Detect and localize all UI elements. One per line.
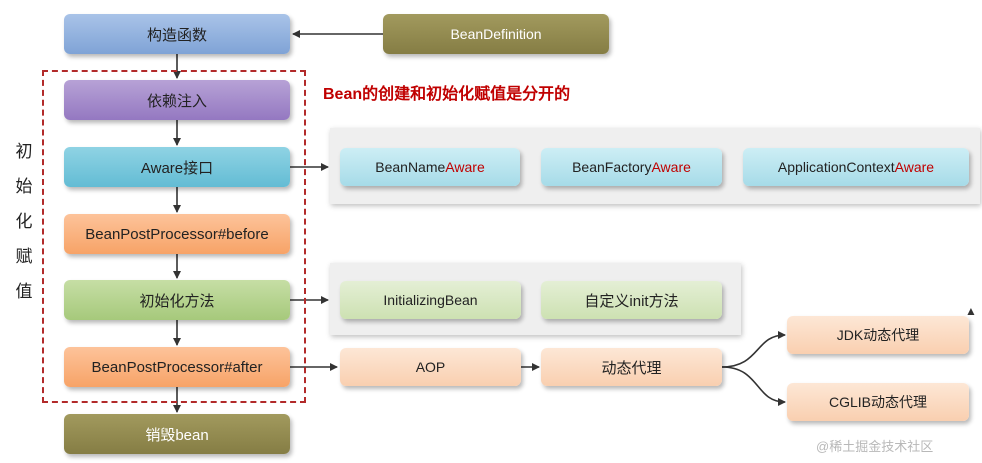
mouse-cursor-icon: ▲ — [965, 304, 977, 318]
jdk-proxy-node: JDK动态代理 — [787, 316, 969, 354]
aware-suffix: Aware — [894, 159, 935, 175]
dependency-injection-node: 依赖注入 — [64, 80, 290, 120]
bpp-before-node: BeanPostProcessor#before — [64, 214, 290, 254]
vertical-label-char: 值 — [15, 282, 33, 301]
init-assignment-vertical-label: 初 始 化 赋 值 — [14, 137, 34, 302]
bean-definition-node: BeanDefinition — [383, 14, 609, 54]
destroy-bean-node: 销毁bean — [64, 414, 290, 454]
constructor-node: 构造函数 — [64, 14, 290, 54]
aware-suffix: Aware — [651, 159, 691, 175]
vertical-label-char: 赋 — [15, 247, 33, 266]
bpp-after-node: BeanPostProcessor#after — [64, 347, 290, 387]
custom-init-method-node: 自定义init方法 — [541, 281, 722, 319]
arrow-proxy-to-jdk — [721, 331, 786, 368]
watermark: @稀土掘金技术社区 — [816, 439, 934, 454]
separation-note: Bean的创建和初始化赋值是分开的 — [323, 86, 571, 103]
vertical-label-char: 初 — [15, 142, 33, 161]
dynamic-proxy-node: 动态代理 — [541, 348, 722, 386]
vertical-label-char: 始 — [15, 177, 33, 196]
aware-prefix: ApplicationContext — [777, 159, 895, 175]
cglib-proxy-node: CGLIB动态代理 — [787, 383, 969, 421]
aware-prefix: BeanName — [375, 159, 446, 175]
init-method-node: 初始化方法 — [64, 280, 290, 320]
arrow-proxy-to-cglib — [721, 366, 786, 406]
aware-prefix: BeanFactory — [572, 159, 652, 175]
aop-node: AOP — [340, 348, 521, 386]
aware-suffix: Aware — [445, 159, 485, 175]
initializing-bean-node: InitializingBean — [340, 281, 521, 319]
vertical-label-char: 化 — [15, 212, 33, 231]
aware-interface-node: Aware接口 — [64, 147, 290, 187]
init-assignment-boundary — [42, 70, 306, 403]
